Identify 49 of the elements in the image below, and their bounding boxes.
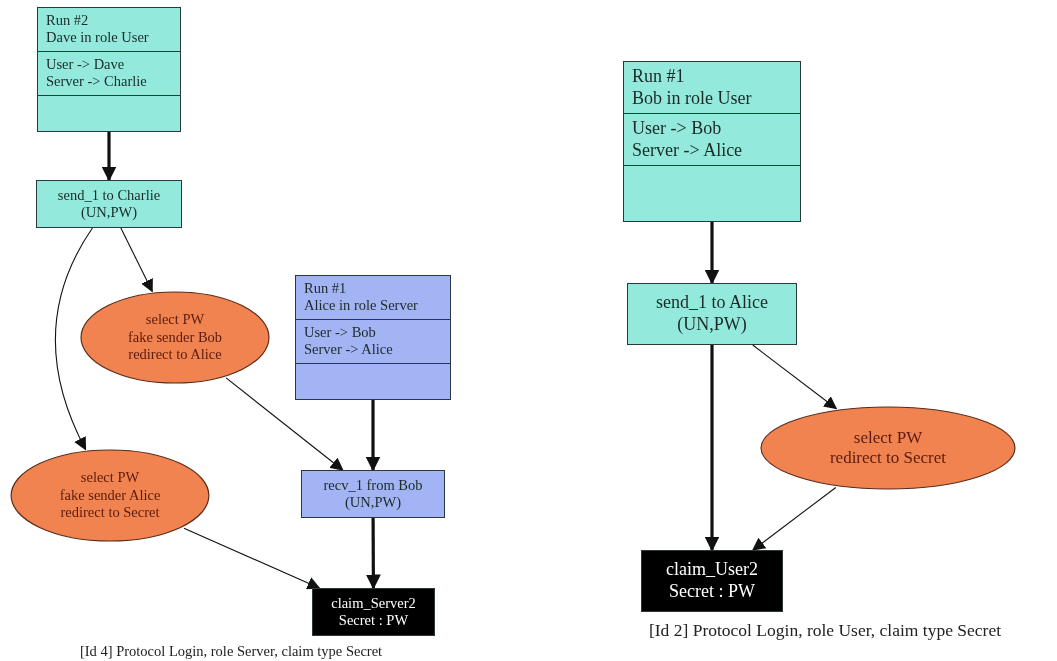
event-box bbox=[627, 283, 797, 345]
arrow bbox=[183, 527, 321, 590]
claim-box bbox=[312, 588, 435, 636]
node-label: select PW bbox=[79, 469, 141, 487]
node-label: redirect to Alice bbox=[127, 346, 223, 364]
node-label: claim_User2 Secret : PW bbox=[665, 559, 759, 603]
run-heading: Run #1 bbox=[632, 66, 685, 88]
node-label: select PW bbox=[852, 427, 924, 448]
node-label: fake sender Bob bbox=[126, 328, 224, 347]
arrow bbox=[101, 132, 117, 182]
node-label: redirect to Secret bbox=[59, 504, 161, 522]
attack-ellipse bbox=[8, 448, 212, 543]
event-box bbox=[301, 470, 445, 518]
claim-box bbox=[641, 550, 783, 612]
run-heading: Dave in role User bbox=[46, 29, 149, 47]
run-box bbox=[295, 275, 451, 400]
arrow bbox=[365, 400, 381, 472]
node-label: claim_Server2 Secret : PW bbox=[330, 594, 417, 630]
node-label: select PW bbox=[144, 311, 206, 329]
run-heading: Run #1 bbox=[304, 280, 347, 298]
node-label: redirect to Secret bbox=[828, 448, 948, 469]
arrow bbox=[752, 486, 837, 551]
arrow bbox=[704, 345, 720, 552]
node-label: send_1 to Charlie (UN,PW) bbox=[56, 186, 162, 222]
event-box bbox=[36, 180, 182, 228]
arrow bbox=[225, 377, 344, 471]
arrow bbox=[120, 227, 153, 293]
role-mapping: User -> Dave bbox=[46, 55, 125, 74]
attack-ellipse bbox=[757, 405, 1019, 491]
figure-caption: [Id 2] Protocol Login, role User, claim type Secret bbox=[648, 620, 1002, 641]
run-box bbox=[37, 7, 181, 132]
node-label: recv_1 from Bob (UN,PW) bbox=[322, 476, 424, 512]
arrow bbox=[704, 222, 720, 285]
run-box bbox=[623, 61, 801, 222]
role-mapping: Server -> Alice bbox=[304, 341, 393, 359]
run-heading: Bob in role User bbox=[632, 87, 752, 110]
arrow bbox=[54, 227, 93, 451]
node-label: fake sender Alice bbox=[58, 486, 162, 505]
run-heading: Run #2 bbox=[46, 12, 89, 30]
role-mapping: User -> Bob bbox=[632, 118, 722, 140]
attack-ellipse bbox=[78, 290, 272, 385]
arrow bbox=[365, 518, 381, 590]
run-heading: Alice in role Server bbox=[304, 297, 418, 315]
role-mapping: Server -> Charlie bbox=[46, 73, 147, 91]
arrow bbox=[752, 344, 838, 410]
role-mapping: Server -> Alice bbox=[632, 139, 743, 162]
figure-caption: [Id 4] Protocol Login, role Server, claim type Secret bbox=[79, 643, 383, 660]
node-label: send_1 to Alice (UN,PW) bbox=[655, 292, 769, 336]
role-mapping: User -> Bob bbox=[304, 323, 376, 342]
